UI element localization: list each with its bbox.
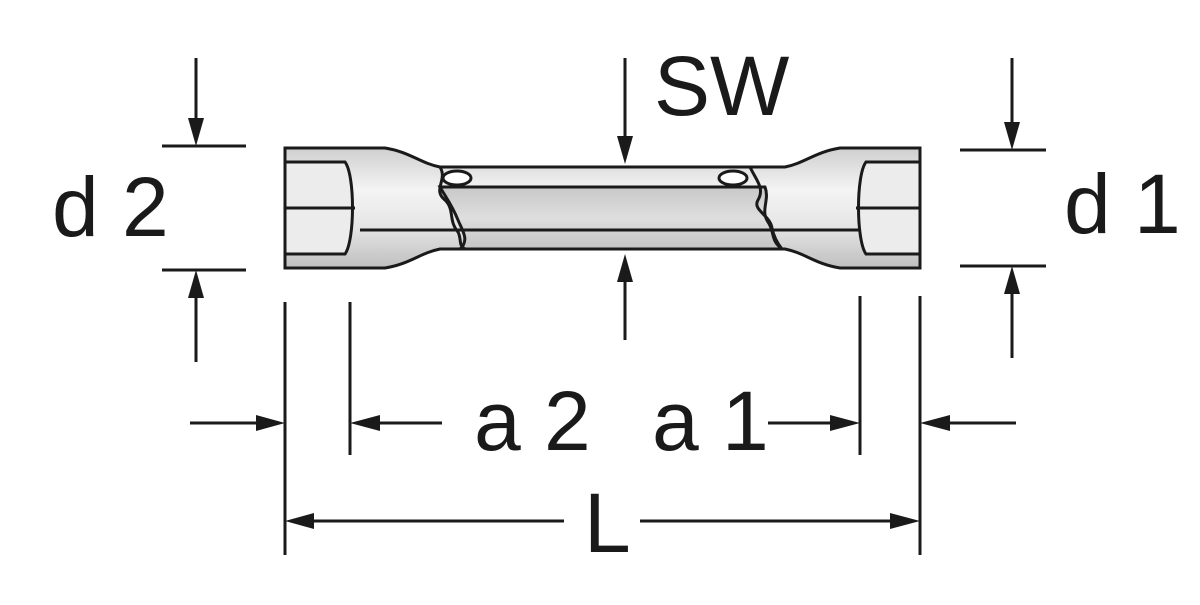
box-wrench-body xyxy=(283,146,922,270)
right-cross-hole xyxy=(717,169,749,187)
a2-label: a 2 xyxy=(474,374,591,468)
d1-label: d 1 xyxy=(1064,157,1181,251)
sw-label: SW xyxy=(654,39,789,133)
shaft-cutaway xyxy=(437,185,787,251)
L-label: L xyxy=(584,476,631,570)
a2-dimension: a 2 xyxy=(190,374,591,468)
d2-dimension: d 2 xyxy=(52,58,246,362)
left-cross-hole xyxy=(441,169,473,187)
a1-dimension: a 1 xyxy=(652,374,1016,468)
d2-label: d 2 xyxy=(52,160,169,254)
a1-label: a 1 xyxy=(652,374,769,468)
sw-dimension: SW xyxy=(617,39,789,340)
extension-lines xyxy=(283,296,922,555)
L-dimension: L xyxy=(285,476,920,570)
d1-dimension: d 1 xyxy=(960,58,1181,358)
